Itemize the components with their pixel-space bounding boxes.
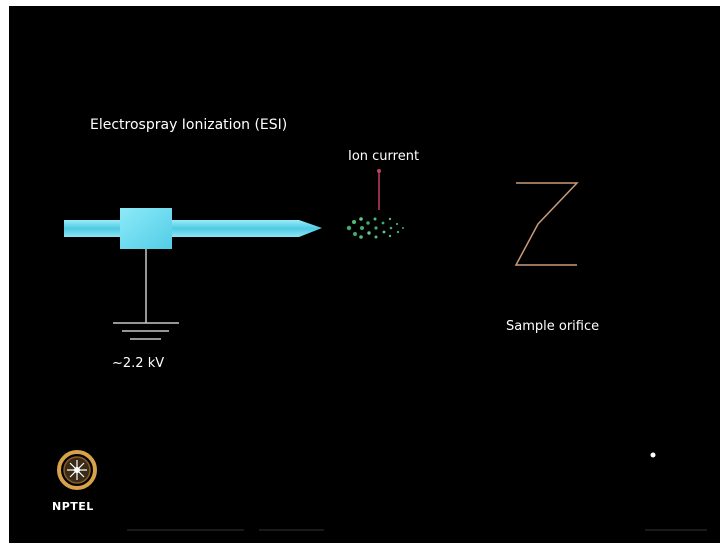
logo-text: NPTEL <box>52 500 94 513</box>
ion-current-probe <box>377 169 381 210</box>
voltage-label: ~2.2 kV <box>112 356 165 371</box>
slide: Electrospray Ionization (ESI) Ion curren… <box>9 6 720 543</box>
sample-orifice-label: Sample orifice <box>506 319 600 334</box>
ion-current-label: Ion current <box>348 149 420 164</box>
cursor-icon <box>650 452 656 458</box>
esi-diagram <box>64 169 707 531</box>
voltage-contact-block <box>120 208 172 249</box>
sample-orifice-shape <box>514 182 579 266</box>
ground-symbol <box>113 322 179 340</box>
nptel-logo-icon <box>57 450 97 490</box>
spray-needle <box>64 220 322 237</box>
droplet-cloud <box>346 217 404 239</box>
diagram-title: Electrospray Ionization (ESI) <box>90 117 288 133</box>
